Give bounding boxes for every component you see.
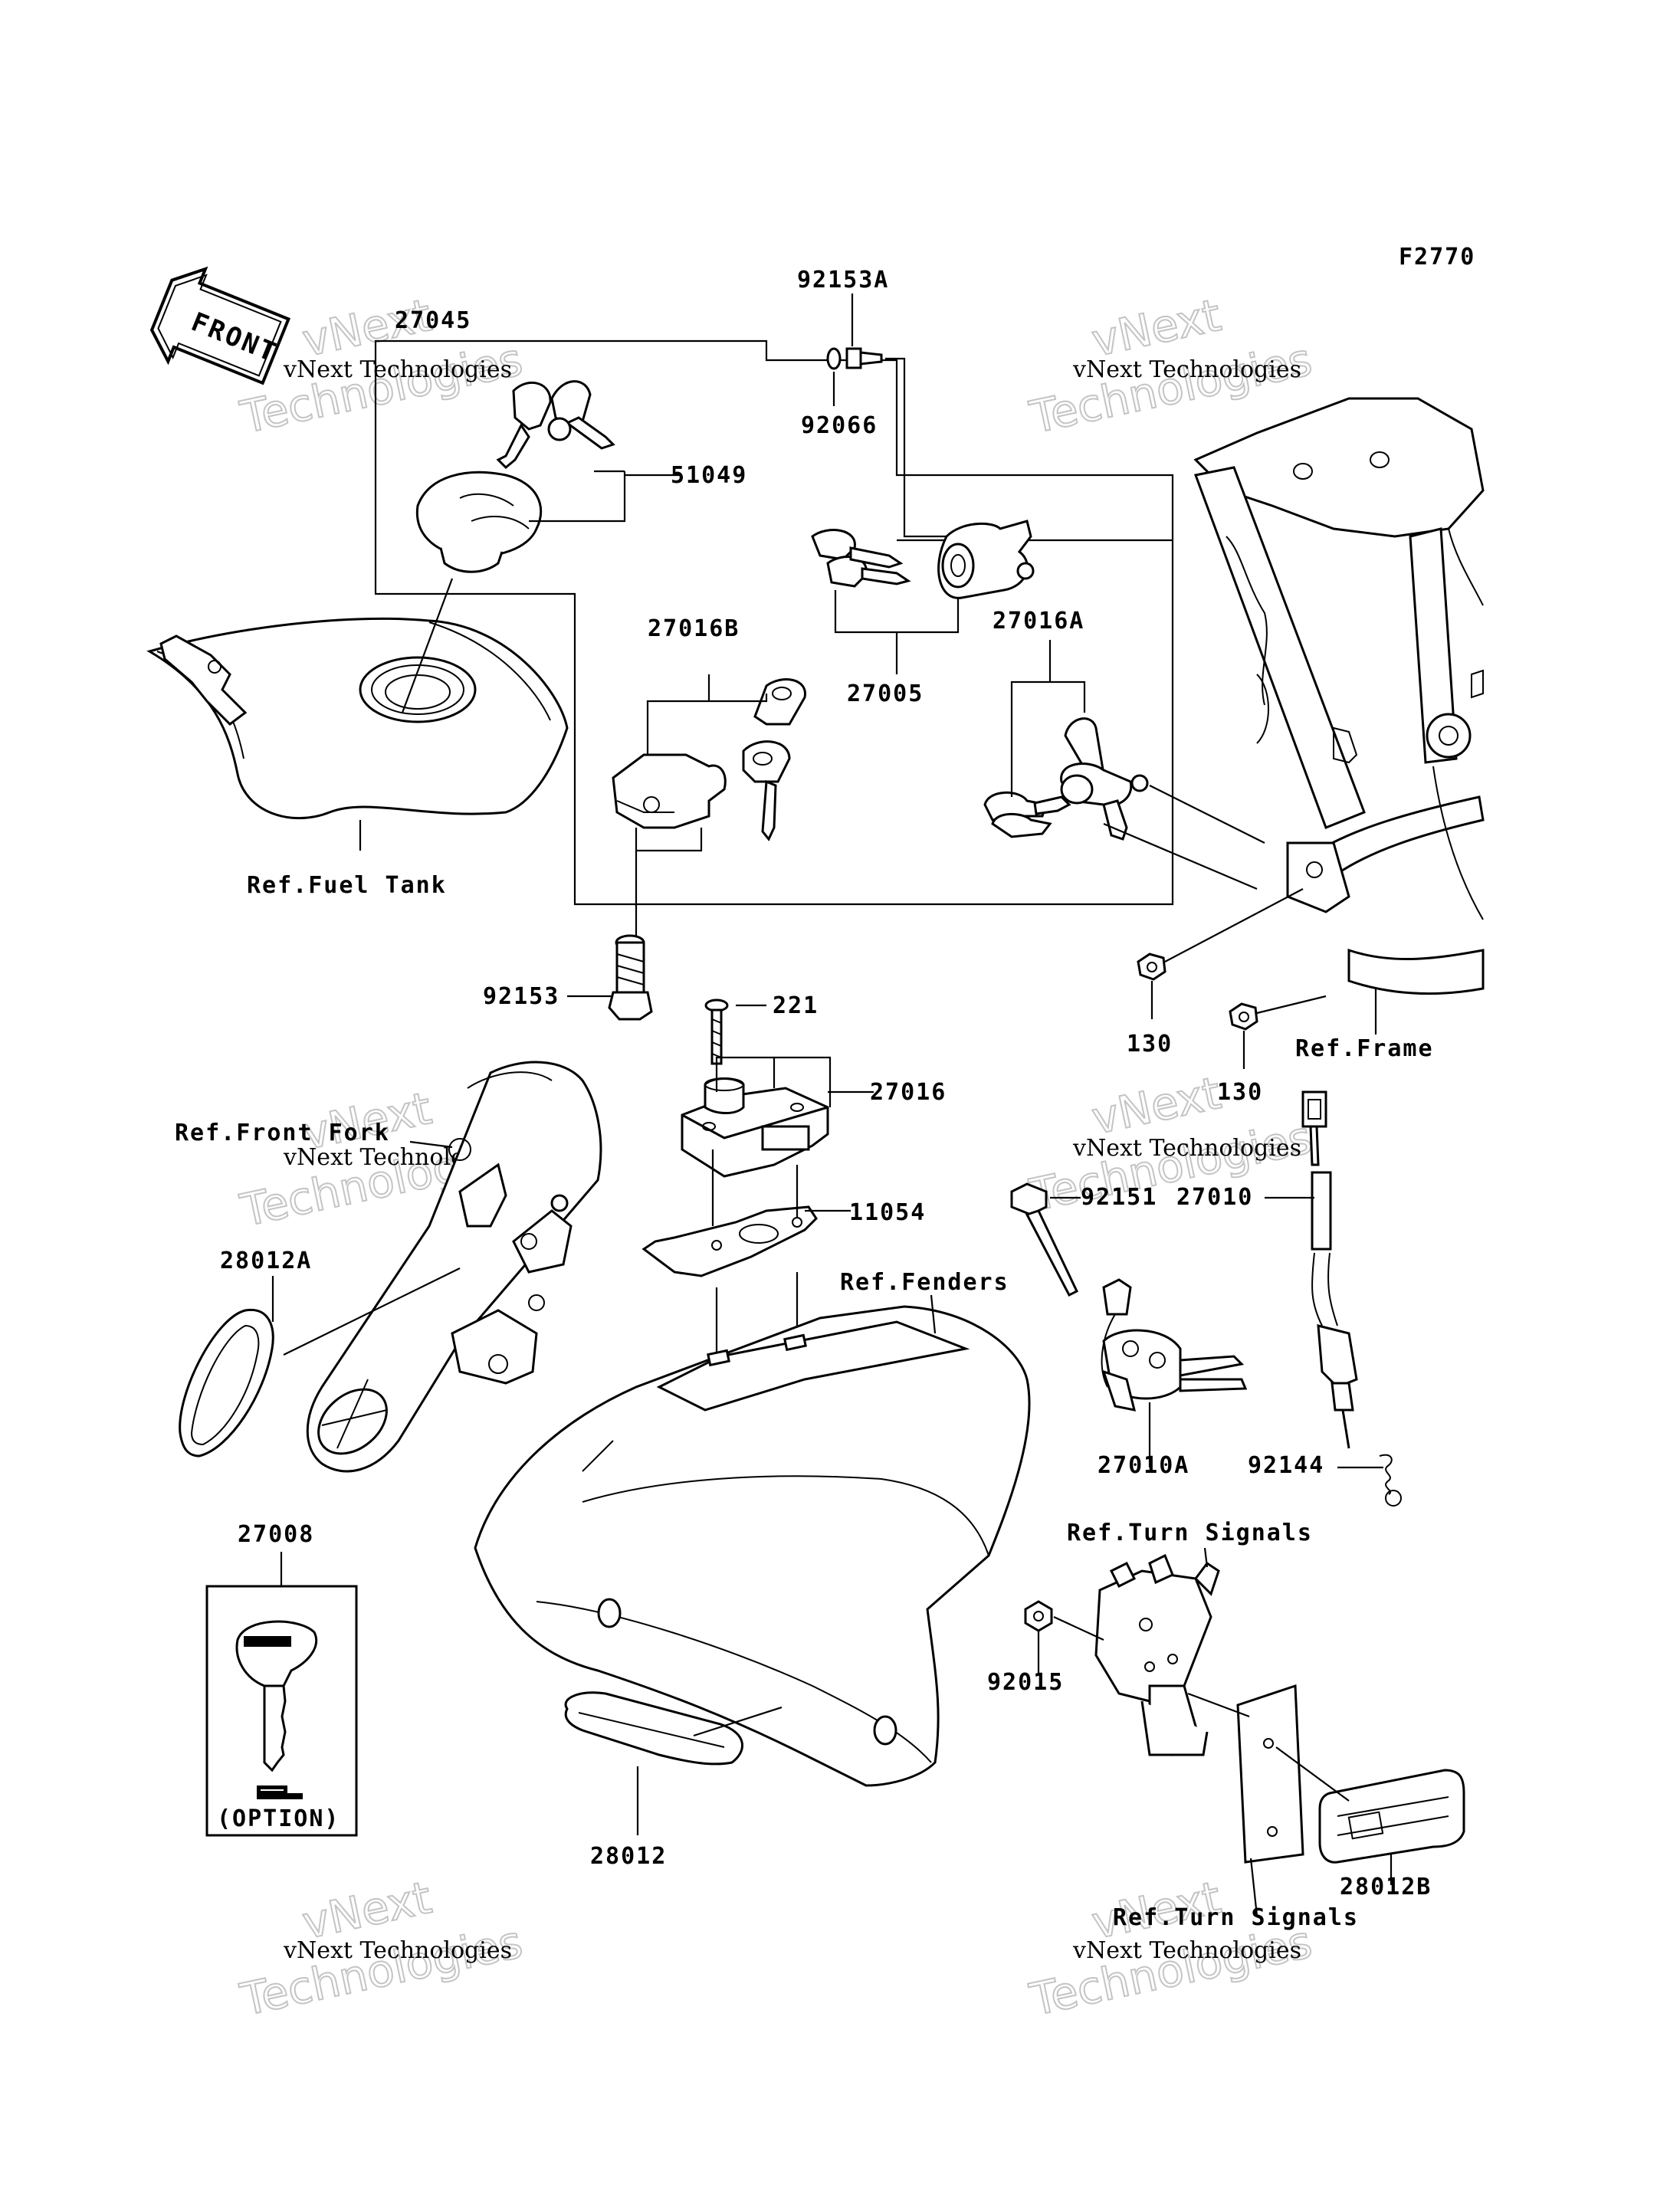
label-27045: 27045: [395, 307, 471, 334]
leader-turn-signal: [1037, 1547, 1393, 1917]
leader-27005: [834, 590, 960, 674]
turn-signal-bracket: [1094, 1553, 1220, 1756]
watermark-text: vNext Technologies: [1072, 1135, 1301, 1162]
label-ref-front-fork: Ref.Front Fork: [175, 1120, 390, 1146]
watermark-text: vNext Technologies: [1072, 356, 1301, 383]
label-27008: 27008: [238, 1521, 314, 1548]
front-fork: [306, 1061, 602, 1473]
label-92066: 92066: [801, 412, 878, 439]
fuel-cap-leader: [401, 578, 454, 713]
group-box-lines: [374, 339, 1174, 906]
leader-27010: [1265, 1196, 1383, 1469]
bracket-11054: [641, 1205, 818, 1277]
keyset-27005: [811, 529, 911, 588]
figure-code: F2770: [1399, 244, 1475, 271]
watermark-bottom-left: vNext Technologies vNext Technologies: [235, 1871, 528, 2027]
label-28012A: 28012A: [220, 1248, 312, 1274]
label-27016A: 27016A: [993, 608, 1084, 635]
leader-92153A: [832, 293, 947, 538]
lock-27016B: [612, 753, 727, 829]
label-92153: 92153: [483, 983, 559, 1010]
frame-section: [1193, 397, 1485, 995]
keyset-51049: [496, 380, 615, 470]
label-ref-fuel-tank: Ref.Fuel Tank: [247, 872, 447, 899]
leader-27016A: [1010, 640, 1265, 890]
label-130-a: 130: [1127, 1031, 1173, 1058]
bolt-92153: [608, 934, 653, 1021]
labels: 27045 92153A 92066 51049 27016B 27005 27…: [175, 267, 1434, 1931]
leader-51049: [529, 470, 682, 523]
screw-221: [704, 998, 729, 1065]
watermark-bottom-right: vNext Technologies vNext Technologies: [1025, 1871, 1317, 2027]
key-27008-box: [205, 1585, 358, 1837]
label-51049: 51049: [671, 462, 747, 489]
watermark-top-left: vNext Technologies vNext Technologies: [235, 288, 528, 444]
leader-ref-fenders: [930, 1294, 937, 1334]
switch-27010A: [1101, 1278, 1248, 1412]
nut-130-b: [1229, 1002, 1258, 1031]
fuel-tank: [146, 617, 569, 820]
leader-27016-group: [711, 1004, 874, 1356]
label-221: 221: [773, 992, 819, 1019]
spring-92144: [1379, 1454, 1402, 1507]
leader-27010A: [1050, 1196, 1151, 1467]
front-arrow-icon: FRONT: [149, 266, 290, 385]
label-28012B: 28012B: [1340, 1874, 1432, 1900]
label-ref-fenders: Ref.Fenders: [840, 1269, 1009, 1296]
keyset-27016B: [742, 678, 806, 841]
label-28012: 28012: [590, 1843, 667, 1870]
watermark-text: vNext Technologies: [1072, 1937, 1301, 1964]
label-92015: 92015: [987, 1669, 1064, 1696]
label-ref-turn-signals-1: Ref.Turn Signals: [1067, 1520, 1313, 1546]
lock-27016: [681, 1077, 829, 1178]
label-27010: 27010: [1176, 1184, 1253, 1211]
leader-ref-front-fork: [283, 1140, 461, 1356]
label-option: (OPTION): [217, 1805, 340, 1832]
keyset-27016A: [983, 791, 1071, 838]
label-27005: 27005: [847, 680, 924, 707]
bolt-92151: [1010, 1182, 1078, 1297]
label-92144: 92144: [1248, 1452, 1324, 1479]
label-ref-frame: Ref.Frame: [1295, 1035, 1434, 1062]
leader-130: [1150, 888, 1327, 1069]
watermark-text: vNext Technologies: [283, 1937, 512, 1964]
ignition-switch: [937, 520, 1035, 599]
nut-130-a: [1137, 953, 1166, 981]
label-11054: 11054: [849, 1199, 926, 1226]
reflector-28012: [564, 1691, 743, 1766]
lock-27016A: [1060, 717, 1149, 841]
screw-92153A: [845, 347, 883, 369]
label-92153A: 92153A: [797, 267, 889, 293]
nut-92015: [1024, 1600, 1053, 1632]
watermark-text: vNext Technologies: [283, 356, 512, 383]
label-130-b: 130: [1217, 1079, 1263, 1106]
switch-27010: [1301, 1090, 1358, 1449]
label-27010A: 27010A: [1098, 1452, 1189, 1479]
fuel-cap: [415, 471, 543, 573]
fender: [474, 1305, 1031, 1787]
label-ref-turn-signals-2: Ref.Turn Signals: [1113, 1904, 1359, 1931]
leader-28012: [636, 1706, 783, 1835]
washer-92066: [826, 347, 842, 370]
plate-bracket: [1236, 1684, 1304, 1864]
label-27016B: 27016B: [648, 615, 740, 642]
watermark-top-right: vNext Technologies vNext Technologies: [1025, 288, 1317, 444]
reflector-28012A: [179, 1308, 274, 1458]
reflector-28012B: [1318, 1769, 1465, 1864]
label-92151: 92151: [1081, 1184, 1157, 1211]
leader-27016B: [635, 674, 768, 950]
label-27016: 27016: [870, 1079, 947, 1106]
